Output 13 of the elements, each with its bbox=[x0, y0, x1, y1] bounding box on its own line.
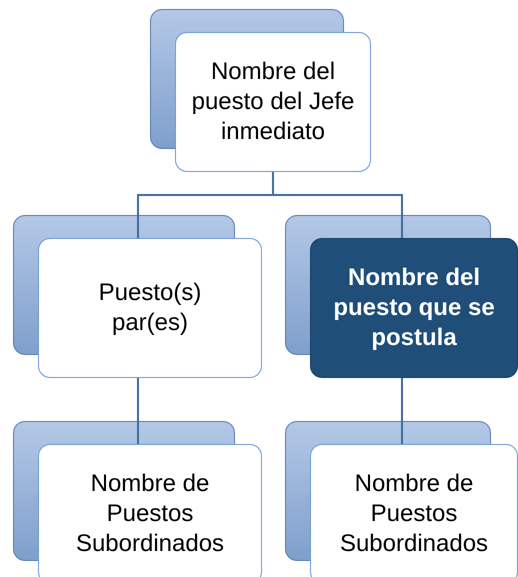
position-box bbox=[310, 238, 518, 378]
position-box bbox=[38, 238, 262, 378]
connector-line bbox=[137, 378, 139, 444]
connector-line bbox=[272, 172, 403, 238]
position-box bbox=[310, 444, 518, 577]
position-title: Nombre de Puestos Subordinados bbox=[74, 469, 226, 559]
position-title: Puesto(s) par(es) bbox=[98, 278, 202, 338]
position-box bbox=[38, 444, 262, 577]
connector-line bbox=[401, 378, 403, 444]
position-title: Nombre de Puestos Subordinados bbox=[338, 469, 490, 559]
position-box bbox=[175, 32, 371, 172]
position-title: Nombre del puesto que se postula bbox=[332, 263, 496, 353]
position-title: Nombre del puesto del Jefe inmediato bbox=[190, 57, 356, 147]
